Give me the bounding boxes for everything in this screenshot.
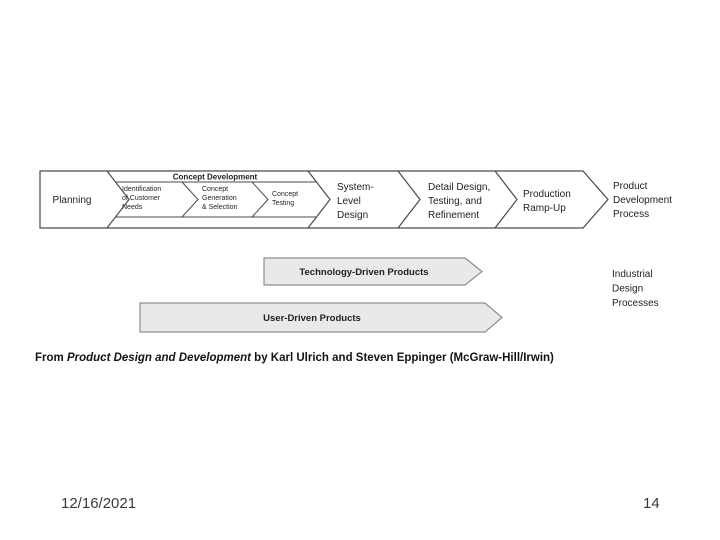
stage-divider-planning bbox=[106, 170, 130, 229]
caption-book-title: Product Design and Development bbox=[66, 352, 251, 364]
sub-stage-generation: Concept Generation & Selection bbox=[202, 186, 238, 211]
user-arrow-shape bbox=[139, 302, 503, 333]
system-level-line3: Design bbox=[337, 210, 368, 221]
user-driven-arrow: User-Driven Products bbox=[139, 302, 503, 333]
sub-testing-line2: Testing bbox=[272, 200, 294, 207]
sub-identification-line1: Identification bbox=[122, 186, 161, 193]
detail-design-line1: Detail Design, bbox=[428, 182, 490, 193]
sub-identification-line3: Needs bbox=[122, 204, 143, 211]
process-band-outline bbox=[39, 170, 609, 229]
caption-prefix: From bbox=[35, 352, 67, 364]
stage-divider-detail bbox=[494, 170, 518, 229]
user-arrow-label: User-Driven Products bbox=[263, 313, 361, 324]
system-level-line2: Level bbox=[337, 196, 361, 207]
result-line2: Development bbox=[613, 195, 672, 206]
stage-detail-design: Detail Design, Testing, and Refinement bbox=[428, 182, 490, 221]
result-line1: Product bbox=[613, 181, 648, 192]
system-level-line1: System- bbox=[337, 182, 374, 193]
industrial-line3: Processes bbox=[612, 298, 659, 309]
sub-generation-line2: Generation bbox=[202, 195, 237, 202]
production-line1: Production bbox=[523, 189, 571, 200]
caption-suffix: by Karl Ulrich and Steven Eppinger (McGr… bbox=[250, 352, 554, 364]
source-caption: From Product Design and Development by K… bbox=[35, 352, 595, 364]
process-band: Planning Concept Development Identificat… bbox=[39, 170, 609, 229]
sub-testing-line1: Concept bbox=[272, 191, 298, 198]
sub-generation-line1: Concept bbox=[202, 186, 228, 193]
industrial-design-label: Industrial Design Processes bbox=[612, 269, 659, 309]
production-line2: Ramp-Up bbox=[523, 203, 566, 214]
sub-divider-1 bbox=[181, 181, 199, 218]
concept-development-label: Concept Development bbox=[173, 173, 258, 182]
detail-design-line2: Testing, and bbox=[428, 196, 482, 207]
stage-divider-system bbox=[397, 170, 421, 229]
detail-design-line3: Refinement bbox=[428, 210, 479, 221]
stage-label-planning: Planning bbox=[53, 195, 92, 206]
slide-page-number: 14 bbox=[643, 495, 660, 512]
sub-generation-line3: & Selection bbox=[202, 204, 238, 211]
sub-stage-testing: Concept Testing bbox=[272, 191, 298, 207]
stage-system-level: System- Level Design bbox=[337, 182, 374, 221]
sub-divider-2 bbox=[251, 181, 269, 218]
sub-stage-identification: Identification of Customer Needs bbox=[122, 186, 161, 211]
stage-production: Production Ramp-Up bbox=[523, 189, 571, 214]
technology-arrow-label: Technology-Driven Products bbox=[299, 267, 428, 278]
industrial-line1: Industrial bbox=[612, 269, 653, 280]
result-line3: Process bbox=[613, 209, 649, 220]
stage-divider-concept bbox=[307, 170, 331, 229]
technology-arrow-shape bbox=[263, 257, 483, 286]
sub-identification-line2: of Customer bbox=[122, 195, 161, 202]
slide-date: 12/16/2021 bbox=[61, 495, 137, 512]
industrial-line2: Design bbox=[612, 284, 643, 295]
product-development-process-label: Product Development Process bbox=[613, 181, 672, 220]
technology-driven-arrow: Technology-Driven Products bbox=[263, 257, 483, 286]
